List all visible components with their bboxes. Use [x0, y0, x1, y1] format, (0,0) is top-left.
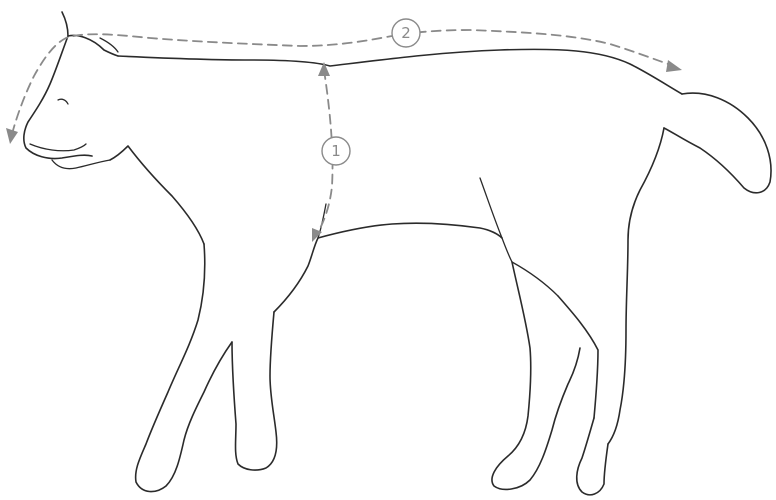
- dog-front-leg-near: [136, 244, 232, 492]
- dog-tail: [664, 93, 771, 193]
- dog-rump: [608, 128, 664, 444]
- measurement-1-label: 1: [331, 142, 341, 160]
- dog-neck-fold: [100, 38, 118, 52]
- dog-jaw: [52, 160, 110, 169]
- dog-hind-foot-right: [577, 418, 608, 495]
- measurement-2: 2: [6, 19, 682, 144]
- dog-front-leg-far: [232, 312, 277, 470]
- dog-hind-leg-far: [492, 262, 580, 489]
- measurement-2-arrow-start: [6, 128, 18, 144]
- dog-eye: [58, 99, 68, 104]
- dog-belly: [318, 223, 502, 238]
- measurement-2-arrow-end: [666, 60, 682, 72]
- dog-flank: [480, 178, 512, 262]
- dog-underchest: [274, 238, 318, 312]
- measurement-1: 1: [312, 62, 350, 242]
- dog-chest: [110, 146, 204, 244]
- dog-outline: [24, 12, 771, 495]
- measurement-2-label: 2: [401, 24, 411, 42]
- dog-mouth: [30, 144, 86, 151]
- dog-back: [118, 49, 682, 94]
- dog-head: [24, 36, 92, 159]
